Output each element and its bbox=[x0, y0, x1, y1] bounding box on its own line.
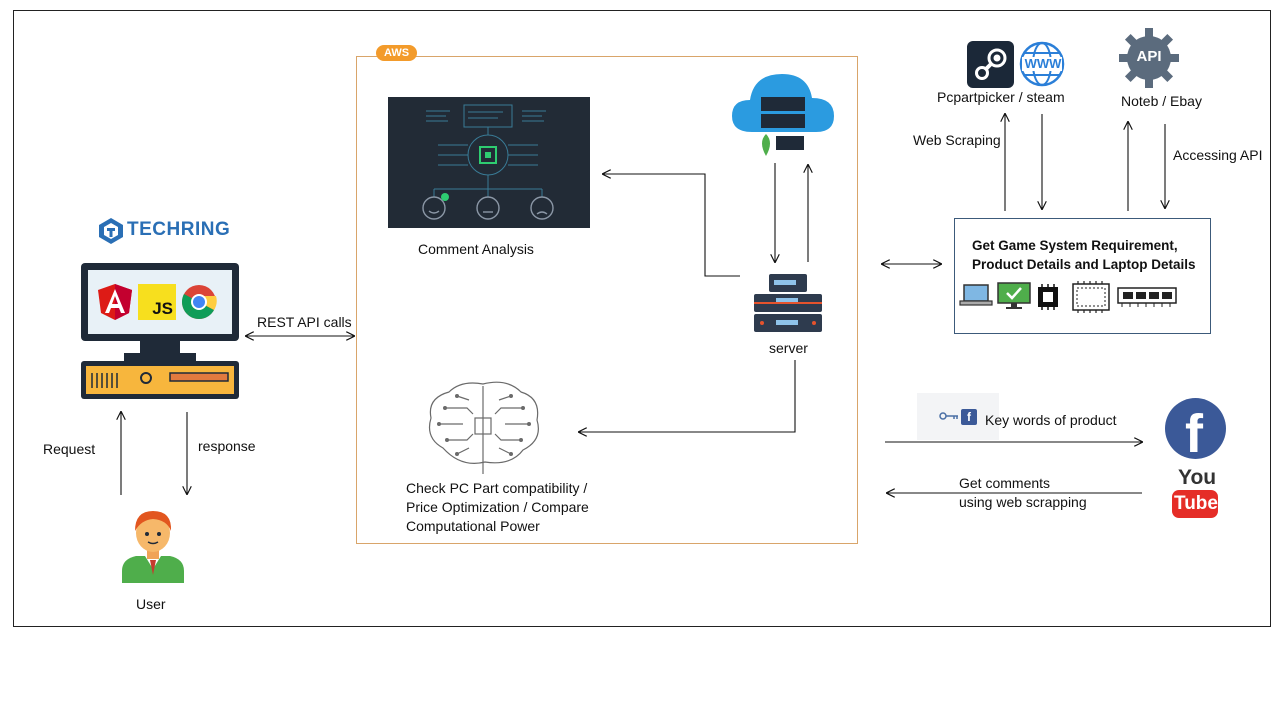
javascript-icon: JS bbox=[138, 284, 176, 320]
www-badge-text: WWW bbox=[1024, 56, 1062, 71]
ai-face-analysis-icon bbox=[388, 97, 590, 228]
server-to-comment-arrow bbox=[603, 174, 740, 277]
youtube-tube-box: Tube bbox=[1172, 490, 1218, 518]
response-label: response bbox=[198, 438, 256, 454]
mongodb-cloud-icon bbox=[732, 74, 834, 156]
web-scraping-label: Web Scraping bbox=[913, 132, 1001, 148]
user-avatar-icon bbox=[122, 511, 184, 583]
monitor-icon bbox=[997, 282, 1031, 309]
server-to-brain-arrow bbox=[579, 360, 796, 432]
pcpartpicker-label: Pcpartpicker / steam bbox=[937, 89, 1065, 105]
cpu-icon bbox=[1038, 284, 1058, 310]
ram-icon bbox=[1117, 287, 1177, 307]
techring-logo-icon bbox=[99, 218, 123, 244]
check-label-line-2: Price Optimization / Compare bbox=[406, 499, 589, 515]
steam-icon bbox=[967, 41, 1014, 88]
brand-name: TECHRING bbox=[127, 219, 231, 240]
check-label-line-3: Computational Power bbox=[406, 518, 540, 534]
keywords-label: Key words of product bbox=[985, 412, 1117, 428]
rest-api-label: REST API calls bbox=[257, 314, 352, 330]
requirement-line-1: Get Game System Requirement, bbox=[972, 238, 1178, 253]
motherboard-icon bbox=[1072, 281, 1110, 313]
brain-circuit-icon bbox=[428, 381, 539, 474]
server-stack-icon bbox=[754, 274, 822, 332]
comment-analysis-label: Comment Analysis bbox=[418, 241, 534, 257]
api-gear-icon bbox=[1119, 28, 1179, 88]
facebook-f-glyph: f bbox=[1185, 404, 1203, 459]
angular-icon bbox=[98, 284, 132, 320]
user-label: User bbox=[136, 596, 166, 612]
noteb-label: Noteb / Ebay bbox=[1121, 93, 1202, 109]
comments-label-line-2: using web scrapping bbox=[959, 494, 1087, 510]
request-label: Request bbox=[43, 441, 96, 457]
api-badge-text: API bbox=[1136, 48, 1162, 65]
js-badge-text: JS bbox=[152, 299, 173, 318]
facebook-small-f: f bbox=[967, 410, 971, 424]
chrome-icon bbox=[182, 285, 217, 319]
facebook-small-icon: f bbox=[961, 409, 977, 425]
requirement-line-2: Product Details and Laptop Details bbox=[972, 257, 1196, 272]
check-label-line-1: Check PC Part compatibility / bbox=[406, 480, 588, 496]
youtube-icon: You Tube bbox=[1172, 466, 1218, 520]
aws-tag: AWS bbox=[376, 45, 418, 61]
youtube-you-text: You bbox=[1178, 466, 1217, 489]
comments-label-line-1: Get comments bbox=[959, 475, 1051, 491]
requirement-box bbox=[954, 218, 1211, 334]
www-globe-icon bbox=[1019, 41, 1065, 87]
server-label: server bbox=[769, 340, 808, 356]
accessing-api-label: Accessing API bbox=[1173, 147, 1263, 163]
diagram-frame bbox=[13, 10, 1271, 627]
laptop-icon bbox=[959, 284, 993, 306]
youtube-tube-text: Tube bbox=[1174, 493, 1218, 514]
aws-region-box bbox=[356, 56, 858, 544]
facebook-icon: f bbox=[1165, 398, 1226, 459]
key-icon bbox=[939, 412, 958, 420]
